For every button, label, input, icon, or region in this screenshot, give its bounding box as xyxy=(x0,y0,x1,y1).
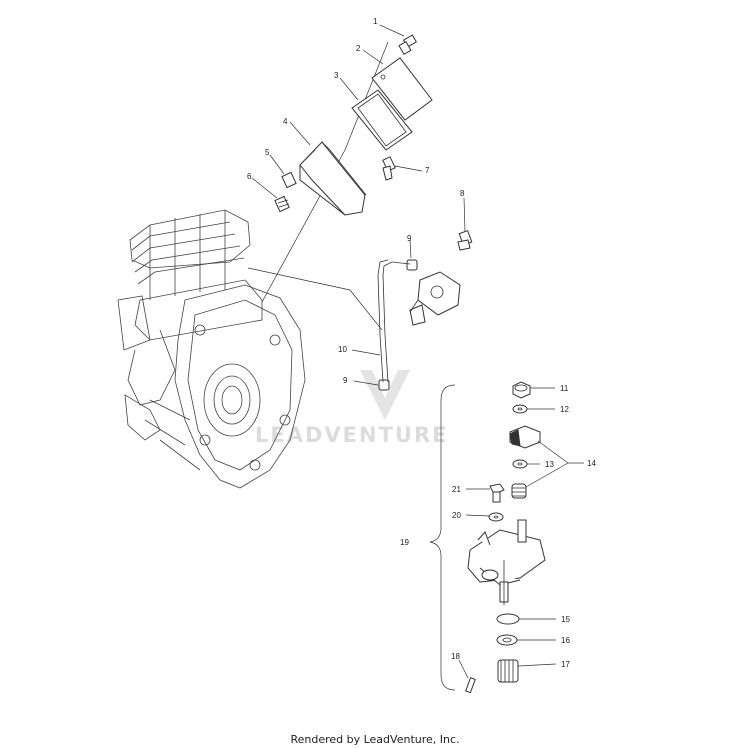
callout-9-upper: 9 xyxy=(407,234,412,243)
plug-part-5 xyxy=(281,171,297,189)
cover-plate-part-2 xyxy=(371,57,433,121)
plug-part-6 xyxy=(274,195,290,213)
callout-12: 12 xyxy=(560,405,569,414)
callout-6: 6 xyxy=(247,172,252,181)
callout-labels: 1 2 3 4 5 6 7 8 9 10 9 11 12 13 14 15 16… xyxy=(247,17,596,669)
callout-15: 15 xyxy=(561,615,570,624)
gear-part-14a xyxy=(509,425,541,449)
callout-11: 11 xyxy=(560,384,569,393)
washer-part-13 xyxy=(512,459,528,469)
callout-13: 13 xyxy=(545,460,554,469)
callout-1: 1 xyxy=(373,17,378,26)
callout-21: 21 xyxy=(452,485,461,494)
clamp-part-9-upper xyxy=(406,259,418,271)
watermark-text: LEADVENTURE xyxy=(255,423,448,447)
watermark: LEADVENTURE xyxy=(255,370,448,447)
breather-tube-part-10 xyxy=(377,259,411,383)
callout-4: 4 xyxy=(283,117,288,126)
callout-8: 8 xyxy=(460,189,465,198)
callout-9-lower: 9 xyxy=(343,376,348,385)
callout-7: 7 xyxy=(425,166,430,175)
washer-part-12 xyxy=(512,404,528,414)
fitting-part-7 xyxy=(382,156,396,181)
nut-part-11 xyxy=(512,381,531,399)
drive-gear-part-17 xyxy=(497,659,519,683)
callout-3: 3 xyxy=(334,71,339,80)
valve-cover-part-4 xyxy=(299,141,367,216)
callout-18: 18 xyxy=(451,652,460,661)
callout-17: 17 xyxy=(561,660,570,669)
bolt-part-21 xyxy=(489,483,505,503)
engine-crankcase xyxy=(117,209,306,489)
callout-14: 14 xyxy=(587,459,596,468)
footer-credit: Rendered by LeadVenture, Inc. xyxy=(290,733,460,746)
pin-part-18 xyxy=(465,677,476,694)
leader-part-14 xyxy=(525,440,584,488)
breather-valve-body xyxy=(409,271,461,326)
callout-19: 19 xyxy=(400,538,409,547)
callout-20: 20 xyxy=(452,511,461,520)
callout-16: 16 xyxy=(561,636,570,645)
leader-engine-to-tube xyxy=(247,267,383,331)
leader-cover-axis xyxy=(344,41,389,151)
spring-part-14b xyxy=(511,483,527,499)
clamp-part-9-lower xyxy=(378,379,390,391)
callout-2: 2 xyxy=(356,44,361,53)
group-bracket-19 xyxy=(429,384,456,691)
washer-part-16 xyxy=(496,634,518,646)
gasket-part-3 xyxy=(351,89,413,151)
fitting-part-8 xyxy=(457,230,473,251)
oil-pump-body xyxy=(467,519,546,605)
callout-leaders xyxy=(251,24,557,679)
o-ring-part-15 xyxy=(496,613,520,625)
callout-10: 10 xyxy=(338,345,347,354)
bolt-part-1 xyxy=(398,34,418,56)
callout-5: 5 xyxy=(265,148,270,157)
washer-part-20 xyxy=(488,512,504,522)
